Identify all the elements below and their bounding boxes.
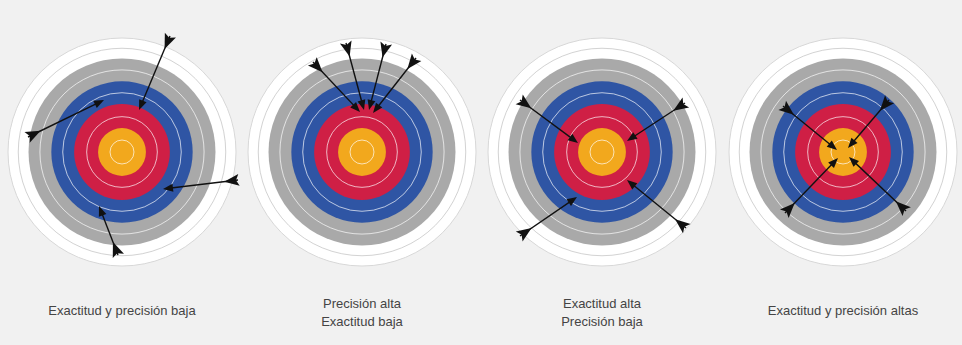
caption-label: Exactitud y precisión baja — [7, 303, 237, 319]
arrow — [99, 206, 124, 258]
arrow — [627, 97, 689, 141]
caption-label: Exactitud alta — [487, 296, 717, 312]
arrow — [780, 158, 838, 218]
arrow — [163, 174, 240, 192]
arrow — [373, 54, 421, 113]
arrow — [516, 95, 578, 143]
archery-target — [729, 38, 957, 266]
archery-target — [248, 38, 476, 266]
arrow — [848, 95, 894, 148]
caption-label: Precisión baja — [487, 314, 717, 330]
archery-target — [488, 38, 716, 266]
arrow — [139, 33, 176, 110]
caption-label: Exactitud baja — [247, 314, 477, 330]
arrow — [849, 157, 911, 216]
arrow — [516, 197, 577, 242]
arrow — [24, 100, 104, 143]
arrow — [778, 101, 837, 150]
arrow — [340, 40, 365, 110]
archery-target — [8, 38, 236, 266]
caption-label: Exactitud y precisión altas — [728, 303, 958, 319]
arrow — [368, 42, 392, 110]
arrow — [627, 180, 691, 233]
caption-label: Precisión alta — [247, 296, 477, 312]
